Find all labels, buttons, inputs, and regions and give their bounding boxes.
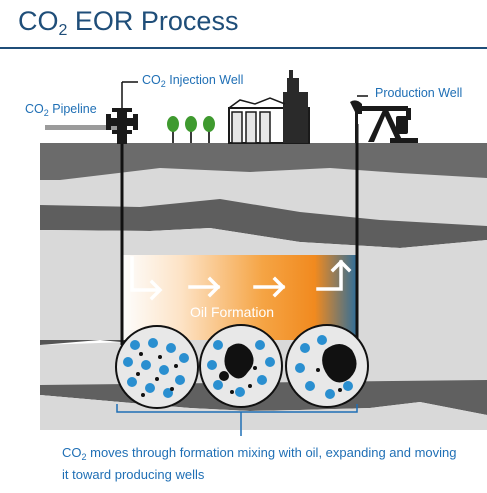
injection-well-label: CO2 Injection Well [142,73,244,89]
tree-icon [185,116,197,143]
refinery-icon [228,70,310,144]
flow-arrows [130,256,352,301]
page-title: CO2 EOR Process [18,6,239,39]
bubble-2 [199,324,283,408]
pumpjack-icon [350,100,418,143]
arrow-icon [130,256,160,292]
production-well-label: Production Well [375,86,463,100]
pipeline-bar [45,125,117,130]
tree-icon [203,116,215,143]
caption: CO2 moves through formation mixing with … [62,445,457,482]
bubble-3 [285,324,369,408]
oil-formation-label: Oil Formation [190,304,275,320]
injection-wellhead-icon [106,108,138,144]
trees [167,116,215,143]
pipeline-label: CO2 Pipeline [25,102,97,118]
bubble-1 [115,325,199,409]
bracket [116,404,358,413]
tree-icon [167,116,179,143]
stratum-dark-mid [40,199,487,248]
title-rule [0,47,487,49]
stratum-dark-top [40,143,487,180]
arrow-icon [316,260,343,291]
